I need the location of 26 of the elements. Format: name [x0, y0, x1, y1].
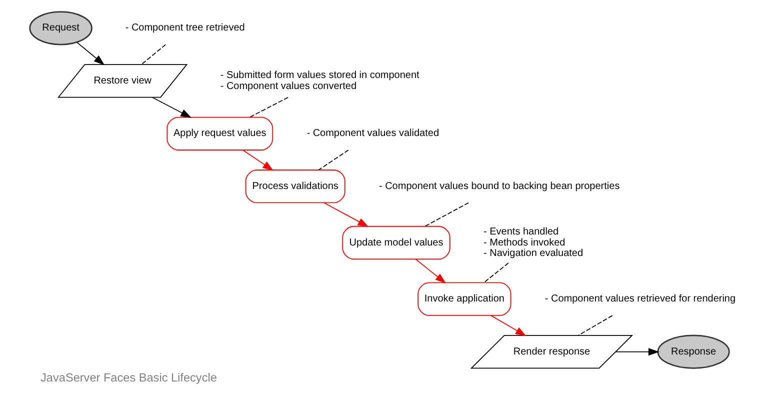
arrow — [152, 96, 192, 118]
connector — [578, 315, 613, 336]
connector — [318, 150, 349, 170]
node-box: Invoke application — [418, 282, 512, 316]
node-ellipse: Response — [657, 334, 730, 369]
arrow — [324, 202, 369, 227]
node-text: - Component values retrieved for rendering — [544, 294, 736, 305]
node-box: Update model values — [342, 226, 450, 260]
connector — [424, 202, 469, 227]
node-text: - Component values validated — [306, 128, 440, 140]
node-box: Process validations — [245, 170, 346, 204]
connector — [249, 96, 289, 118]
node-box: Apply request values — [166, 116, 274, 150]
arrow — [615, 348, 660, 356]
diagram-title: JavaServer Faces Basic Lifecycle — [40, 370, 217, 384]
node-text: - Submitted form values stored in component - Component values converted — [220, 70, 420, 92]
connector — [484, 262, 509, 283]
node-text: - Events handled - Methods invoked - Navigation evaluated — [484, 226, 584, 260]
node-text: - Component values bound to backing bean properties — [378, 180, 620, 192]
node-ellipse: Request — [29, 11, 92, 46]
arrow — [490, 315, 526, 336]
node-text: - Component tree retrieved — [125, 22, 245, 34]
arrow — [242, 150, 274, 171]
arrow — [415, 258, 446, 284]
connector — [140, 44, 166, 65]
arrow — [76, 42, 105, 66]
